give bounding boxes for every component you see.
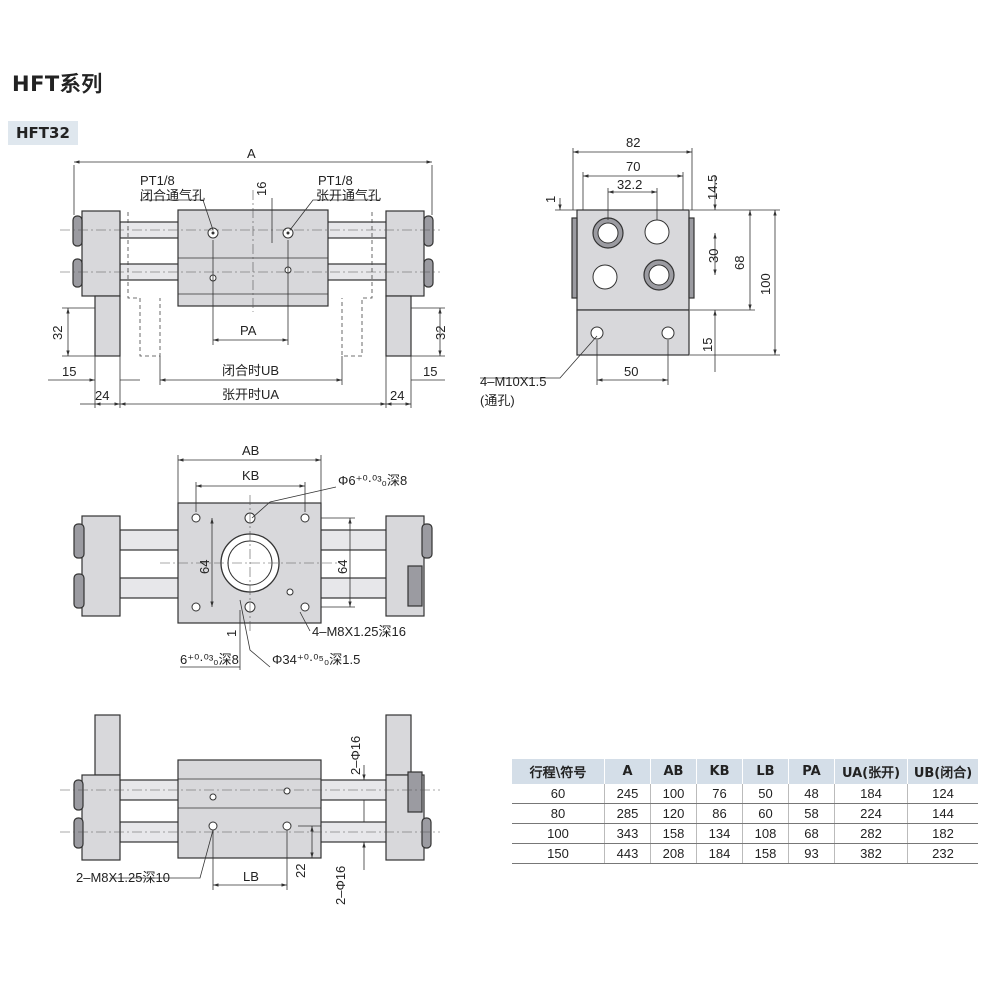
label-pt-close: PT1/8 <box>140 173 175 188</box>
cell: 208 <box>650 843 697 864</box>
rod-phi16-top: 2–Φ16 <box>348 736 363 775</box>
dim-64-left: 64 <box>197 560 212 574</box>
cell: 50 <box>742 784 789 804</box>
cell: 150 <box>512 843 605 864</box>
col-LB: LB <box>742 759 789 784</box>
cell: 184 <box>834 784 908 804</box>
dim-68: 68 <box>732 256 747 270</box>
label-pt-open: PT1/8 <box>318 173 353 188</box>
dim-32-right: 32 <box>433 326 448 340</box>
thread-m8-top: 4–M8X1.25深16 <box>312 624 406 639</box>
model-badge: HFT32 <box>8 121 78 145</box>
thread-m8-bottom: 2–M8X1.25深10 <box>76 870 170 885</box>
col-PA: PA <box>788 759 835 784</box>
dim-15-right: 15 <box>423 364 437 379</box>
dim-16: 16 <box>254 182 269 196</box>
table-row: 60 245 100 76 50 48 184 124 <box>512 784 978 804</box>
cell: 144 <box>907 803 978 824</box>
cell: 60 <box>512 784 605 804</box>
dim-1-top: 1 <box>224 630 239 637</box>
dim-32-2: 32.2 <box>617 177 642 192</box>
page-title: HFT系列 <box>12 72 103 96</box>
top-view: AB KB Φ6⁺⁰·⁰³₀深8 64 64 1 4–M8X1.25深16 6⁺… <box>73 443 433 670</box>
cell: 86 <box>696 803 743 824</box>
pin-hole-top: Φ6⁺⁰·⁰³₀深8 <box>338 473 407 488</box>
cell: 184 <box>696 843 743 864</box>
dim-14-5: 14.5 <box>705 175 720 200</box>
dim-30: 30 <box>706 249 721 263</box>
dim-UA: 张开时UA <box>222 387 279 402</box>
label-close-vent: 闭合通气孔 <box>140 188 205 203</box>
dim-32-left: 32 <box>50 326 65 340</box>
dim-50: 50 <box>624 364 638 379</box>
col-stroke: 行程\符号 <box>512 759 605 784</box>
spec-table: 行程\符号 A AB KB LB PA UA(张开) UB(闭合) 60 245… <box>512 759 978 864</box>
cell: 120 <box>650 803 697 824</box>
cell: 232 <box>907 843 978 864</box>
cell: 382 <box>834 843 908 864</box>
cell: 68 <box>788 823 835 844</box>
cell: 100 <box>650 784 697 804</box>
dim-70: 70 <box>626 159 640 174</box>
col-UA: UA(张开) <box>834 759 908 784</box>
cell: 282 <box>834 823 908 844</box>
bore-phi34: Φ34⁺⁰·⁰⁵₀深1.5 <box>272 652 360 667</box>
dim-UB: 闭合时UB <box>222 363 279 378</box>
cell: 158 <box>742 843 789 864</box>
dim-82: 82 <box>626 135 640 150</box>
label-open-vent: 张开通气孔 <box>316 188 381 203</box>
cell: 108 <box>742 823 789 844</box>
bottom-view: 2–Φ16 2–M8X1.25深10 LB 22 2–Φ16 <box>60 714 440 905</box>
cell: 60 <box>742 803 789 824</box>
dim-15-side: 15 <box>700 338 715 352</box>
thread-through: (通孔) <box>480 393 515 408</box>
table-row: 150 443 208 184 158 93 382 232 <box>512 843 978 864</box>
cell: 48 <box>788 784 835 804</box>
dim-100: 100 <box>758 273 773 295</box>
dim-LB: LB <box>243 869 259 884</box>
table-header-row: 行程\符号 A AB KB LB PA UA(张开) UB(闭合) <box>512 759 978 784</box>
cell: 343 <box>604 823 651 844</box>
dim-22: 22 <box>293 864 308 878</box>
cell: 93 <box>788 843 835 864</box>
thread-m10: 4–M10X1.5 <box>480 374 547 389</box>
dim-1-side: 1 <box>543 196 558 203</box>
front-view: A PT1/8 闭合通气孔 PT1/8 张开通气孔 16 PA 32 32 闭合… <box>48 146 448 408</box>
col-A: A <box>604 759 651 784</box>
cell: 76 <box>696 784 743 804</box>
cell: 134 <box>696 823 743 844</box>
cell: 182 <box>907 823 978 844</box>
cell: 245 <box>604 784 651 804</box>
cell: 443 <box>604 843 651 864</box>
pin-hole-bottom: 6⁺⁰·⁰³₀深8 <box>180 652 239 667</box>
side-view: 82 70 32.2 1 14.5 30 68 100 15 50 4–M10X… <box>480 135 780 408</box>
col-UB: UB(闭合) <box>907 759 978 784</box>
cell: 100 <box>512 823 605 844</box>
dim-64-right: 64 <box>335 560 350 574</box>
cell: 80 <box>512 803 605 824</box>
rod-phi16-bottom: 2–Φ16 <box>333 866 348 905</box>
cell: 58 <box>788 803 835 824</box>
dim-15-left: 15 <box>62 364 76 379</box>
cell: 158 <box>650 823 697 844</box>
cell: 285 <box>604 803 651 824</box>
dim-24-right: 24 <box>390 388 404 403</box>
cell: 224 <box>834 803 908 824</box>
table-row: 100 343 158 134 108 68 282 182 <box>512 823 978 844</box>
dim-AB: AB <box>242 443 259 458</box>
col-KB: KB <box>696 759 743 784</box>
cell: 124 <box>907 784 978 804</box>
col-AB: AB <box>650 759 697 784</box>
table-row: 80 285 120 86 60 58 224 144 <box>512 803 978 824</box>
dim-24-left: 24 <box>95 388 109 403</box>
dim-A: A <box>247 146 256 161</box>
dim-PA: PA <box>240 323 257 338</box>
dim-KB: KB <box>242 468 259 483</box>
